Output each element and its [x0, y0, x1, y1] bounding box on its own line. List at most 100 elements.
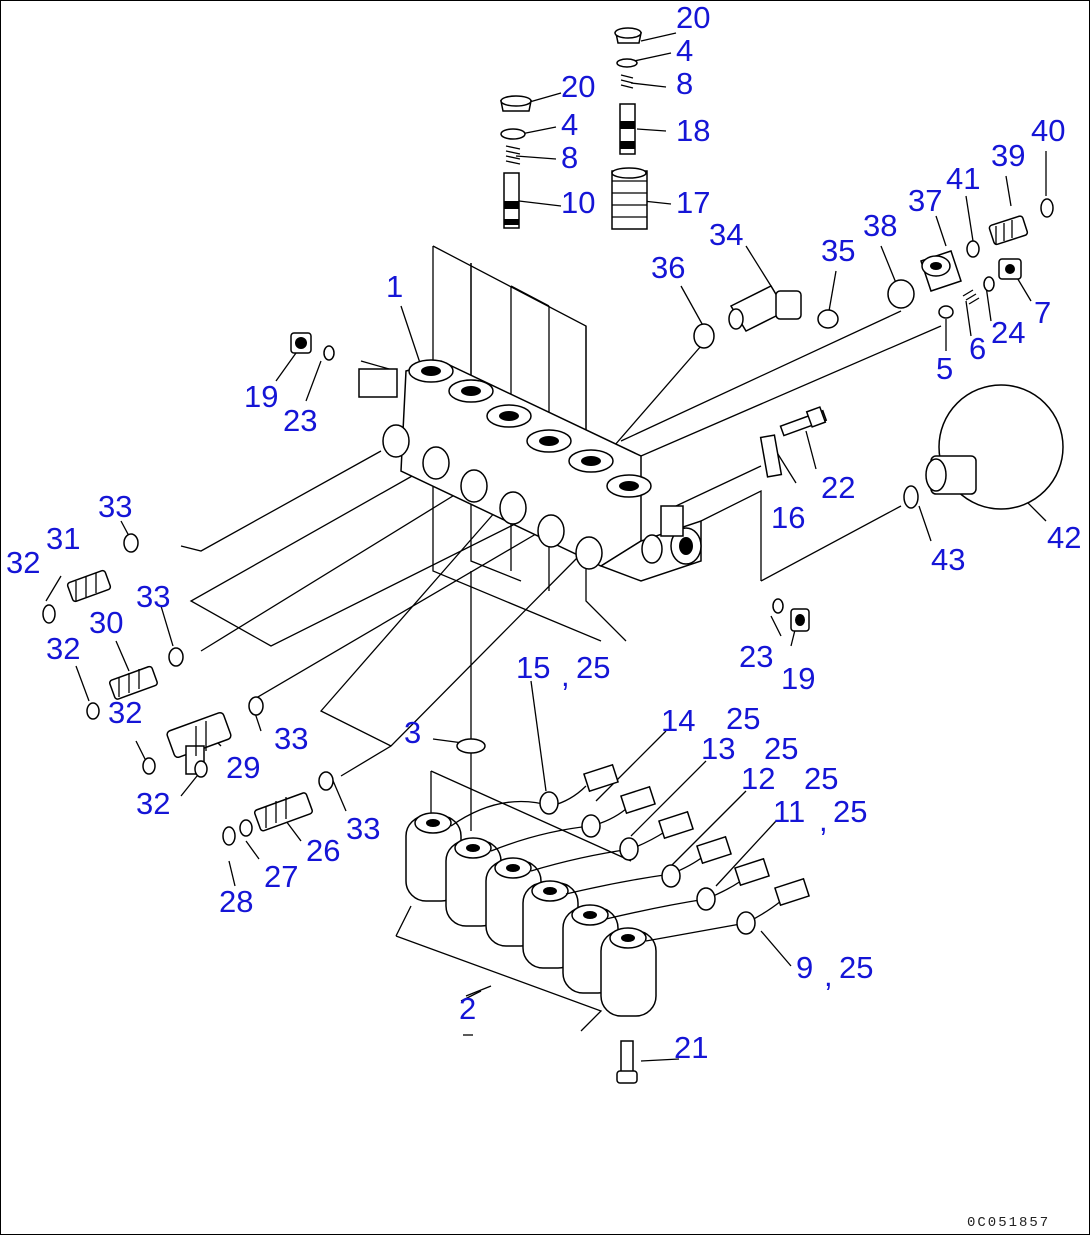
ball-5 — [938, 305, 954, 319]
o-rings-32-33 — [42, 533, 334, 846]
callout-32-a: 32 — [6, 545, 40, 580]
plate-16 — [759, 434, 783, 478]
plug-7 — [998, 258, 1022, 280]
callout-40: 40 — [1031, 113, 1065, 148]
callout-4-top: 4 — [676, 33, 693, 68]
callout-16: 16 — [771, 500, 805, 535]
fitting-31 — [66, 569, 112, 603]
spring-8-left — [505, 145, 521, 165]
plug-19-lower — [790, 608, 810, 632]
callout-15-comma: , — [561, 658, 570, 693]
elbow-fitting-34 — [728, 285, 802, 332]
bolt-21 — [616, 1040, 638, 1084]
callout-28: 28 — [219, 884, 253, 919]
callout-20: 20 — [561, 69, 595, 104]
fitting-26 — [253, 792, 313, 832]
o-ring-4-left — [500, 128, 526, 140]
callout-15-25: 25 — [576, 650, 610, 685]
drawing-reference-number: 0C051857 — [967, 1215, 1050, 1231]
adapter-37 — [920, 250, 962, 292]
callout-12-25: 25 — [804, 761, 838, 796]
callout-26: 26 — [306, 833, 340, 868]
callout-19-lower: 19 — [781, 661, 815, 696]
callout-33-a: 33 — [98, 489, 132, 524]
callout-30: 30 — [89, 605, 123, 640]
callout-5: 5 — [936, 351, 953, 386]
callout-11-comma: , — [819, 803, 828, 838]
callout-24: 24 — [991, 315, 1025, 350]
callout-27: 27 — [264, 859, 298, 894]
callout-41: 41 — [946, 161, 980, 196]
callout-32-d: 32 — [136, 786, 170, 821]
callout-33-c: 33 — [274, 721, 308, 756]
valve-plug-20-left — [500, 95, 532, 112]
callout-43: 43 — [931, 542, 965, 577]
callout-33-d: 33 — [346, 811, 380, 846]
callout-32-c: 32 — [108, 695, 142, 730]
callout-21: 21 — [674, 1030, 708, 1065]
callout-18: 18 — [676, 113, 710, 148]
callout-8: 8 — [561, 140, 578, 175]
plug-19-upper — [290, 332, 312, 354]
solenoid-coils-2 — [405, 812, 657, 1017]
o-ring-23-upper — [323, 345, 335, 361]
callout-23-upper: 23 — [283, 403, 317, 438]
callout-10: 10 — [561, 185, 595, 220]
callout-13-25: 25 — [764, 731, 798, 766]
callout-11-25: 25 — [833, 794, 867, 829]
callout-22: 22 — [821, 470, 855, 505]
callout-29: 29 — [226, 750, 260, 785]
valve-plug-20-right — [614, 27, 642, 44]
bolt-22 — [779, 406, 828, 437]
callout-37: 37 — [908, 183, 942, 218]
callout-7: 7 — [1034, 295, 1051, 330]
o-ring-43 — [903, 485, 919, 509]
callout-17: 17 — [676, 185, 710, 220]
callout-15: 15 — [516, 650, 550, 685]
o-ring-24 — [983, 276, 995, 292]
callout-12: 12 — [741, 761, 775, 796]
detail-circle-42 — [925, 384, 1064, 510]
o-ring-23-lower — [772, 598, 784, 614]
callout-20-top: 20 — [676, 1, 710, 35]
o-ring-36 — [693, 323, 715, 349]
callout-9: 9 — [796, 950, 813, 985]
callout-34: 34 — [709, 217, 743, 252]
callout-9-comma: , — [824, 958, 833, 993]
spring-6 — [962, 289, 980, 305]
callout-labels: 20 4 8 20 4 18 8 10 17 34 36 35 38 37 41… — [6, 1, 1081, 1065]
elbow-fitting-29 — [166, 711, 232, 775]
o-ring-3 — [456, 738, 486, 754]
o-ring-35 — [817, 309, 839, 329]
callout-42: 42 — [1047, 520, 1081, 555]
callout-35: 35 — [821, 233, 855, 268]
callout-11: 11 — [773, 794, 805, 829]
spool-18 — [619, 103, 636, 155]
assembly-outline-lines — [180, 245, 942, 1032]
callout-14: 14 — [661, 703, 695, 738]
spacer-plate — [358, 368, 398, 398]
spool-10 — [503, 172, 520, 229]
wire-connectors — [450, 763, 810, 942]
o-ring-38 — [887, 279, 915, 309]
callout-38: 38 — [863, 208, 897, 243]
o-ring-4-right — [616, 58, 638, 68]
callout-4: 4 — [561, 107, 578, 142]
callout-14-25: 25 — [726, 701, 760, 736]
fitting-30 — [109, 665, 158, 700]
callout-3: 3 — [404, 715, 421, 750]
o-ring-40 — [1040, 198, 1054, 218]
callout-1: 1 — [386, 269, 403, 304]
valve-body-1 — [382, 359, 702, 582]
callout-36: 36 — [651, 250, 685, 285]
callout-31: 31 — [46, 521, 80, 556]
spring-8-right — [620, 74, 634, 89]
callout-33-b: 33 — [136, 579, 170, 614]
callout-39: 39 — [991, 138, 1025, 173]
callout-8-top: 8 — [676, 66, 693, 101]
callout-2: 2 — [459, 991, 476, 1026]
sleeve-17 — [611, 167, 648, 230]
callout-23-lower: 23 — [739, 639, 773, 674]
callout-32-b: 32 — [46, 631, 80, 666]
